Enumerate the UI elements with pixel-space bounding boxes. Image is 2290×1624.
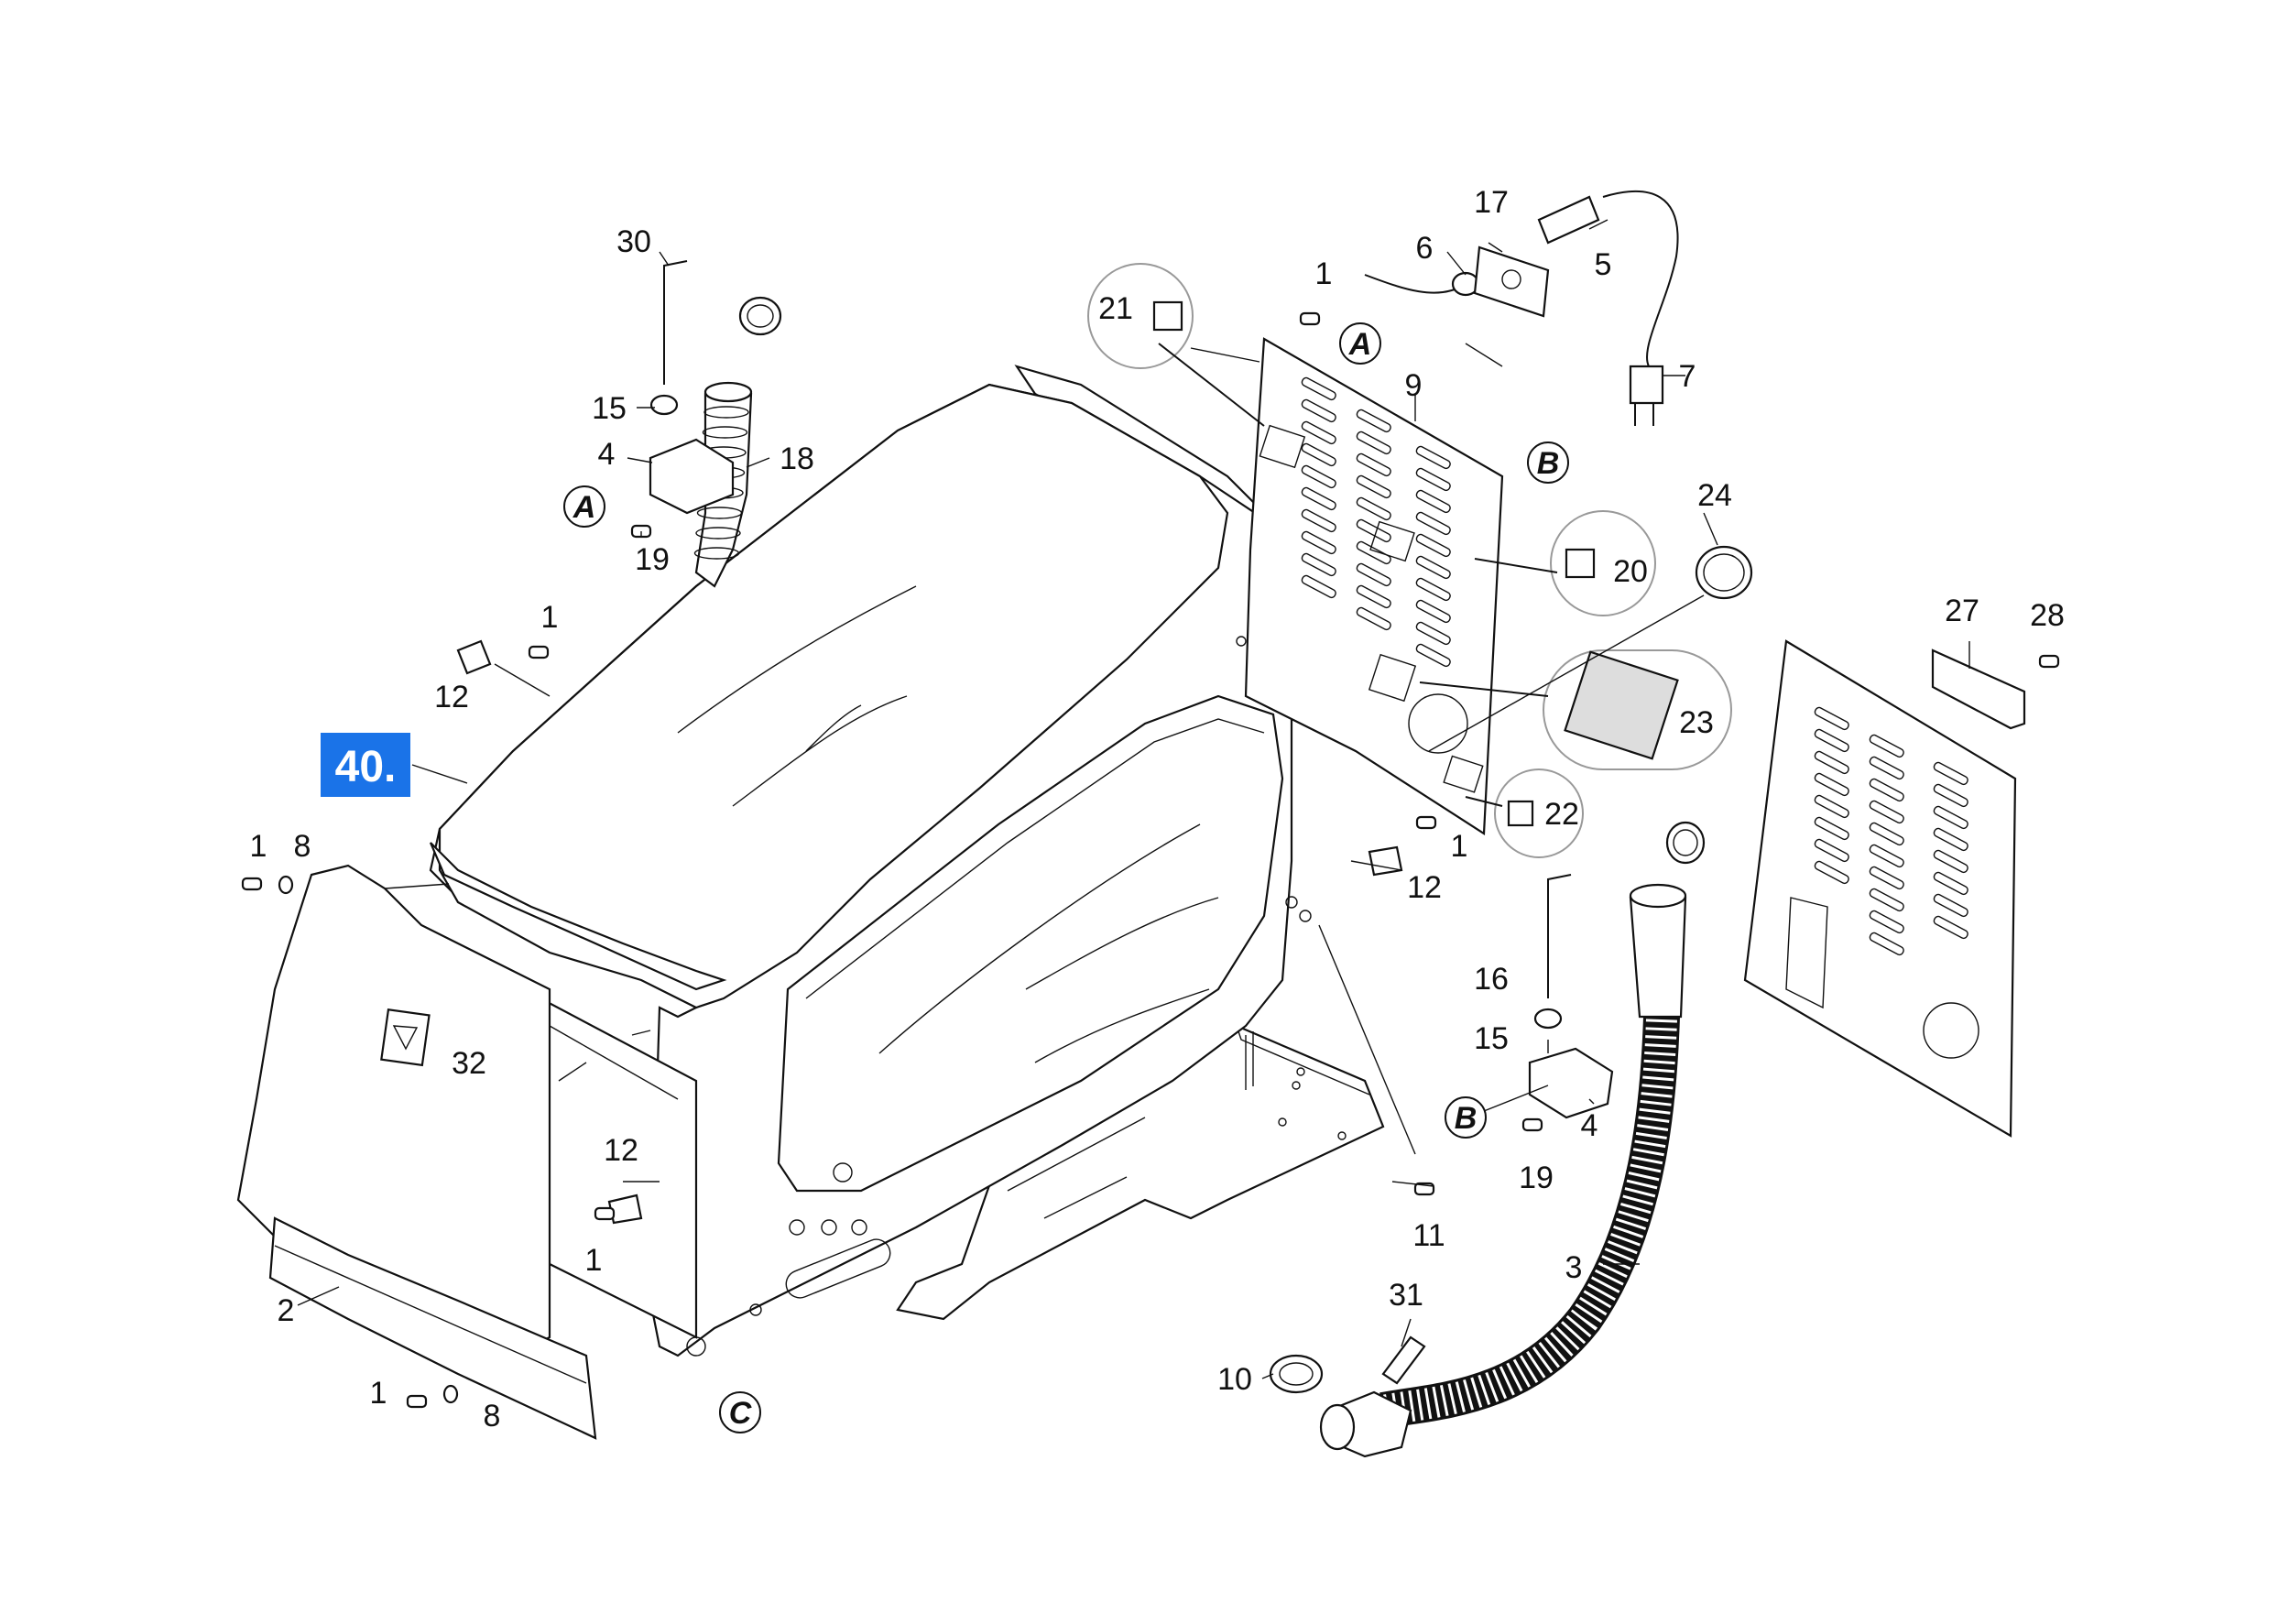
- fitting-31: [1381, 1335, 1426, 1385]
- ref-marker-a-top: A: [1339, 322, 1381, 365]
- leader-lines: [297, 219, 1970, 1379]
- callout-8: 8: [294, 829, 311, 864]
- grommet-24: [1695, 545, 1753, 600]
- callout-23: 23: [1679, 705, 1714, 740]
- callout-4: 4: [1581, 1108, 1598, 1143]
- callout-1: 1: [250, 829, 267, 864]
- svg-text:B: B: [1455, 1101, 1478, 1136]
- svg-text:A: A: [572, 490, 596, 525]
- rod-30: [663, 260, 688, 385]
- callout-9: 9: [1405, 368, 1423, 403]
- callout-30: 30: [616, 224, 651, 259]
- plate-27: [1931, 649, 2026, 730]
- reference-markers: A A B B C: [563, 322, 1569, 1433]
- svg-text:C: C: [729, 1396, 752, 1431]
- callout-18: 18: [780, 441, 814, 476]
- callout-1: 1: [585, 1243, 603, 1278]
- callout-24: 24: [1697, 478, 1732, 513]
- front-panel: [236, 864, 597, 1440]
- callout-5: 5: [1595, 247, 1612, 282]
- clip-12-top: [456, 639, 492, 675]
- callout-15: 15: [1474, 1021, 1509, 1056]
- ref-marker-b-top: B: [1527, 441, 1569, 484]
- callout-27: 27: [1945, 594, 1979, 628]
- svg-text:B: B: [1537, 446, 1560, 481]
- power-cord: [1537, 191, 1679, 426]
- main-hood: [429, 365, 1312, 1357]
- detail-bubble-20: [1474, 510, 1656, 616]
- clip-12-right: [1368, 845, 1403, 877]
- rear-vent-panel: [1244, 337, 1504, 835]
- callout-12: 12: [604, 1133, 638, 1168]
- svg-text:A: A: [1348, 327, 1372, 362]
- callout-21: 21: [1098, 291, 1133, 326]
- callout-16: 16: [1474, 962, 1509, 997]
- callout-1: 1: [541, 600, 559, 635]
- callout-7: 7: [1679, 359, 1696, 394]
- detail-bubble-22: [1465, 768, 1584, 858]
- item-badge: 40.: [321, 733, 410, 797]
- callout-6: 6: [1416, 231, 1434, 266]
- rod-16: [1547, 874, 1572, 998]
- callout-10: 10: [1217, 1362, 1252, 1397]
- callout-32: 32: [452, 1046, 486, 1081]
- drain-hose-3: [1319, 821, 1706, 1458]
- callout-12: 12: [434, 680, 469, 714]
- bracket-4-right: [1528, 1008, 1614, 1119]
- callout-15: 15: [592, 391, 627, 426]
- callout-4: 4: [598, 437, 616, 472]
- callout-22: 22: [1544, 797, 1579, 832]
- badge-background: [321, 733, 410, 797]
- ref-marker-a-left: A: [563, 485, 605, 528]
- callout-17: 17: [1474, 185, 1509, 220]
- callout-8: 8: [484, 1399, 501, 1433]
- callout-31: 31: [1389, 1278, 1423, 1313]
- hose-clamp-10: [1269, 1354, 1324, 1394]
- callout-1: 1: [1451, 829, 1468, 864]
- side-vent-panel: [1743, 639, 2017, 1138]
- badge-label: 40.: [335, 743, 397, 791]
- callout-1: 1: [1315, 256, 1333, 291]
- callout-labels: 30 15 4 18 19 1 12 1 8 32 12 1 2 1 8 17 …: [250, 185, 2065, 1433]
- callout-19: 19: [635, 542, 670, 577]
- callout-28: 28: [2030, 598, 2065, 633]
- detail-bubble-21: [1087, 263, 1265, 427]
- ref-marker-b-bottom: B: [1445, 1096, 1487, 1139]
- detail-bubble-23: [1419, 649, 1732, 770]
- callout-20: 20: [1613, 554, 1648, 589]
- callout-2: 2: [278, 1293, 295, 1328]
- callout-11: 11: [1412, 1218, 1445, 1253]
- callout-12: 12: [1407, 870, 1442, 905]
- cable-gland: [1364, 245, 1550, 318]
- ref-marker-c: C: [719, 1391, 761, 1433]
- bracket-4-left: [649, 394, 735, 515]
- callout-1: 1: [370, 1376, 387, 1411]
- callout-3: 3: [1565, 1250, 1583, 1285]
- callout-19: 19: [1519, 1161, 1554, 1195]
